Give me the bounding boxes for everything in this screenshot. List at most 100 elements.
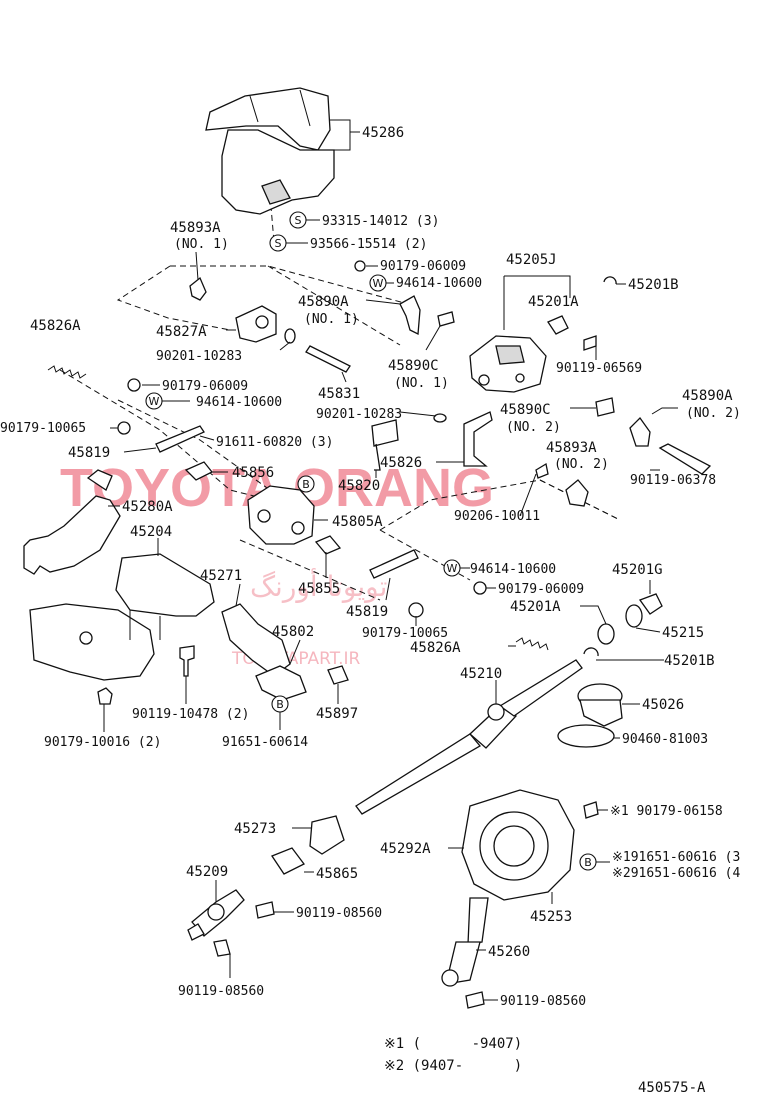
bracket-45826 <box>463 411 493 467</box>
svg-text:W: W <box>373 277 384 290</box>
clamp-45280A <box>23 469 121 575</box>
pin-45890C-no1 <box>437 311 455 327</box>
joint-45260 <box>441 897 489 987</box>
note-1: ※1 ( -9407) <box>384 1036 522 1052</box>
label-45201A-top: 45201A <box>528 294 579 310</box>
label-45271: 45271 <box>200 568 242 584</box>
bracket-45893A-no2 <box>565 479 589 507</box>
clip-45201B-mid <box>583 647 599 657</box>
bushing-45855 <box>314 535 342 555</box>
boot-45026 <box>577 683 623 727</box>
washer-W-3: W <box>443 559 461 577</box>
cover-45292A <box>461 789 575 901</box>
label-45890A-no1: 45890A <box>298 294 349 310</box>
label-45201B-mid: 45201B <box>664 653 715 669</box>
label-45201G: 45201G <box>612 562 663 578</box>
spring-45826A-mid <box>515 637 549 651</box>
lever-45890A-no2 <box>629 416 651 447</box>
label-90460: 90460-81003 <box>622 732 708 747</box>
bushing-45865 <box>271 847 305 875</box>
label-45856: 45856 <box>232 465 274 481</box>
washer-90201-10283b <box>433 413 447 423</box>
label-45826: 45826 <box>380 455 422 471</box>
label-45204: 45204 <box>130 524 172 540</box>
label-45209: 45209 <box>186 864 228 880</box>
bolt-90119-08560b <box>213 939 231 957</box>
label-45215: 45215 <box>662 625 704 641</box>
lever-45890A-no1 <box>399 295 421 336</box>
label-90179-06009b: 90179-06009 <box>162 379 248 394</box>
bolt-90119-08560a <box>255 901 275 919</box>
label-45820: 45820 <box>338 478 380 494</box>
label-90119-06569: 90119-06569 <box>556 361 642 376</box>
ring-45215 <box>625 604 643 628</box>
screw-S-1: S <box>289 211 307 229</box>
pin-45897 <box>327 665 349 685</box>
label-no1a: (NO. 1) <box>174 237 229 252</box>
label-45802: 45802 <box>272 624 314 640</box>
label-93315: 93315-14012 (3) <box>322 214 439 229</box>
label-90179-10065a: 90179-10065 <box>0 421 86 436</box>
label-45831: 45831 <box>318 386 360 402</box>
label-45890C-no1: 45890C <box>388 358 439 374</box>
label-no1c: (NO. 1) <box>394 376 449 391</box>
label-45890C-no2: 45890C <box>500 402 551 418</box>
label-no2c: (NO. 2) <box>554 457 609 472</box>
support-45805A <box>247 485 315 545</box>
label-90119-08560a: 90119-08560 <box>296 906 382 921</box>
cylinder-45201A-mid <box>597 623 615 645</box>
bracket-45204 <box>29 553 215 681</box>
label-45819b: 45819 <box>346 604 388 620</box>
label-45210: 45210 <box>460 666 502 682</box>
label-91651-60616-2: ※291651-60616 (4 <box>612 866 740 881</box>
label-45286: 45286 <box>362 125 404 141</box>
bolt-B-2: B <box>271 695 289 713</box>
svg-text:B: B <box>302 478 310 491</box>
svg-text:W: W <box>149 395 160 408</box>
label-94614-10600c: 94614-10600 <box>470 562 556 577</box>
label-45253: 45253 <box>530 909 572 925</box>
label-90119-06378: 90119-06378 <box>630 473 716 488</box>
link-45819-lower <box>369 549 419 579</box>
lock-housing-45205J <box>469 335 547 393</box>
bolt-90119-08560c <box>465 991 485 1009</box>
spring-45826A-top <box>47 365 87 379</box>
label-45826A-mid: 45826A <box>410 640 461 656</box>
svg-text:B: B <box>584 856 592 869</box>
bolt-90119-10478 <box>179 645 195 677</box>
pin-45890C-no2 <box>595 397 615 417</box>
bolt-90179-06158 <box>583 801 599 819</box>
label-45893A: 45893A <box>170 220 221 236</box>
pin-45831 <box>305 345 351 373</box>
svg-text:S: S <box>295 214 302 227</box>
watermark-arabic: تويوتا أورنگ <box>250 567 387 603</box>
label-90119-08560b: 90119-08560 <box>178 984 264 999</box>
bracket-45802 <box>255 665 307 701</box>
column-cover-45286 <box>205 87 335 215</box>
label-no1b: (NO. 1) <box>304 312 359 327</box>
washer-90201-10283a <box>284 328 296 344</box>
label-45273: 45273 <box>234 821 276 837</box>
cylinder-45201A-top <box>547 315 569 335</box>
label-91611: 91611-60820 (3) <box>216 435 333 450</box>
nut-90179-10065b <box>408 602 424 618</box>
washer-W-2: W <box>145 392 163 410</box>
bracket-45893A-no1 <box>189 276 207 301</box>
label-45893A-no2: 45893A <box>546 440 597 456</box>
label-94614-10600a: 94614-10600 <box>396 276 482 291</box>
svg-text:B: B <box>276 698 284 711</box>
screw-S-2: S <box>269 234 287 252</box>
label-91651-60614: 91651-60614 <box>222 735 308 750</box>
bolt-B-3: B <box>579 853 597 871</box>
label-45865: 45865 <box>316 866 358 882</box>
label-45819a: 45819 <box>68 445 110 461</box>
bolt-B-1: B <box>297 475 315 493</box>
label-45201A-mid: 45201A <box>510 599 561 615</box>
nut-90179-06009a <box>354 260 366 272</box>
shaft-45210 <box>355 659 583 815</box>
label-90119-10478: 90119-10478 (2) <box>132 707 249 722</box>
nut-90179-10065a <box>117 421 131 435</box>
label-45205J: 45205J <box>506 252 557 268</box>
